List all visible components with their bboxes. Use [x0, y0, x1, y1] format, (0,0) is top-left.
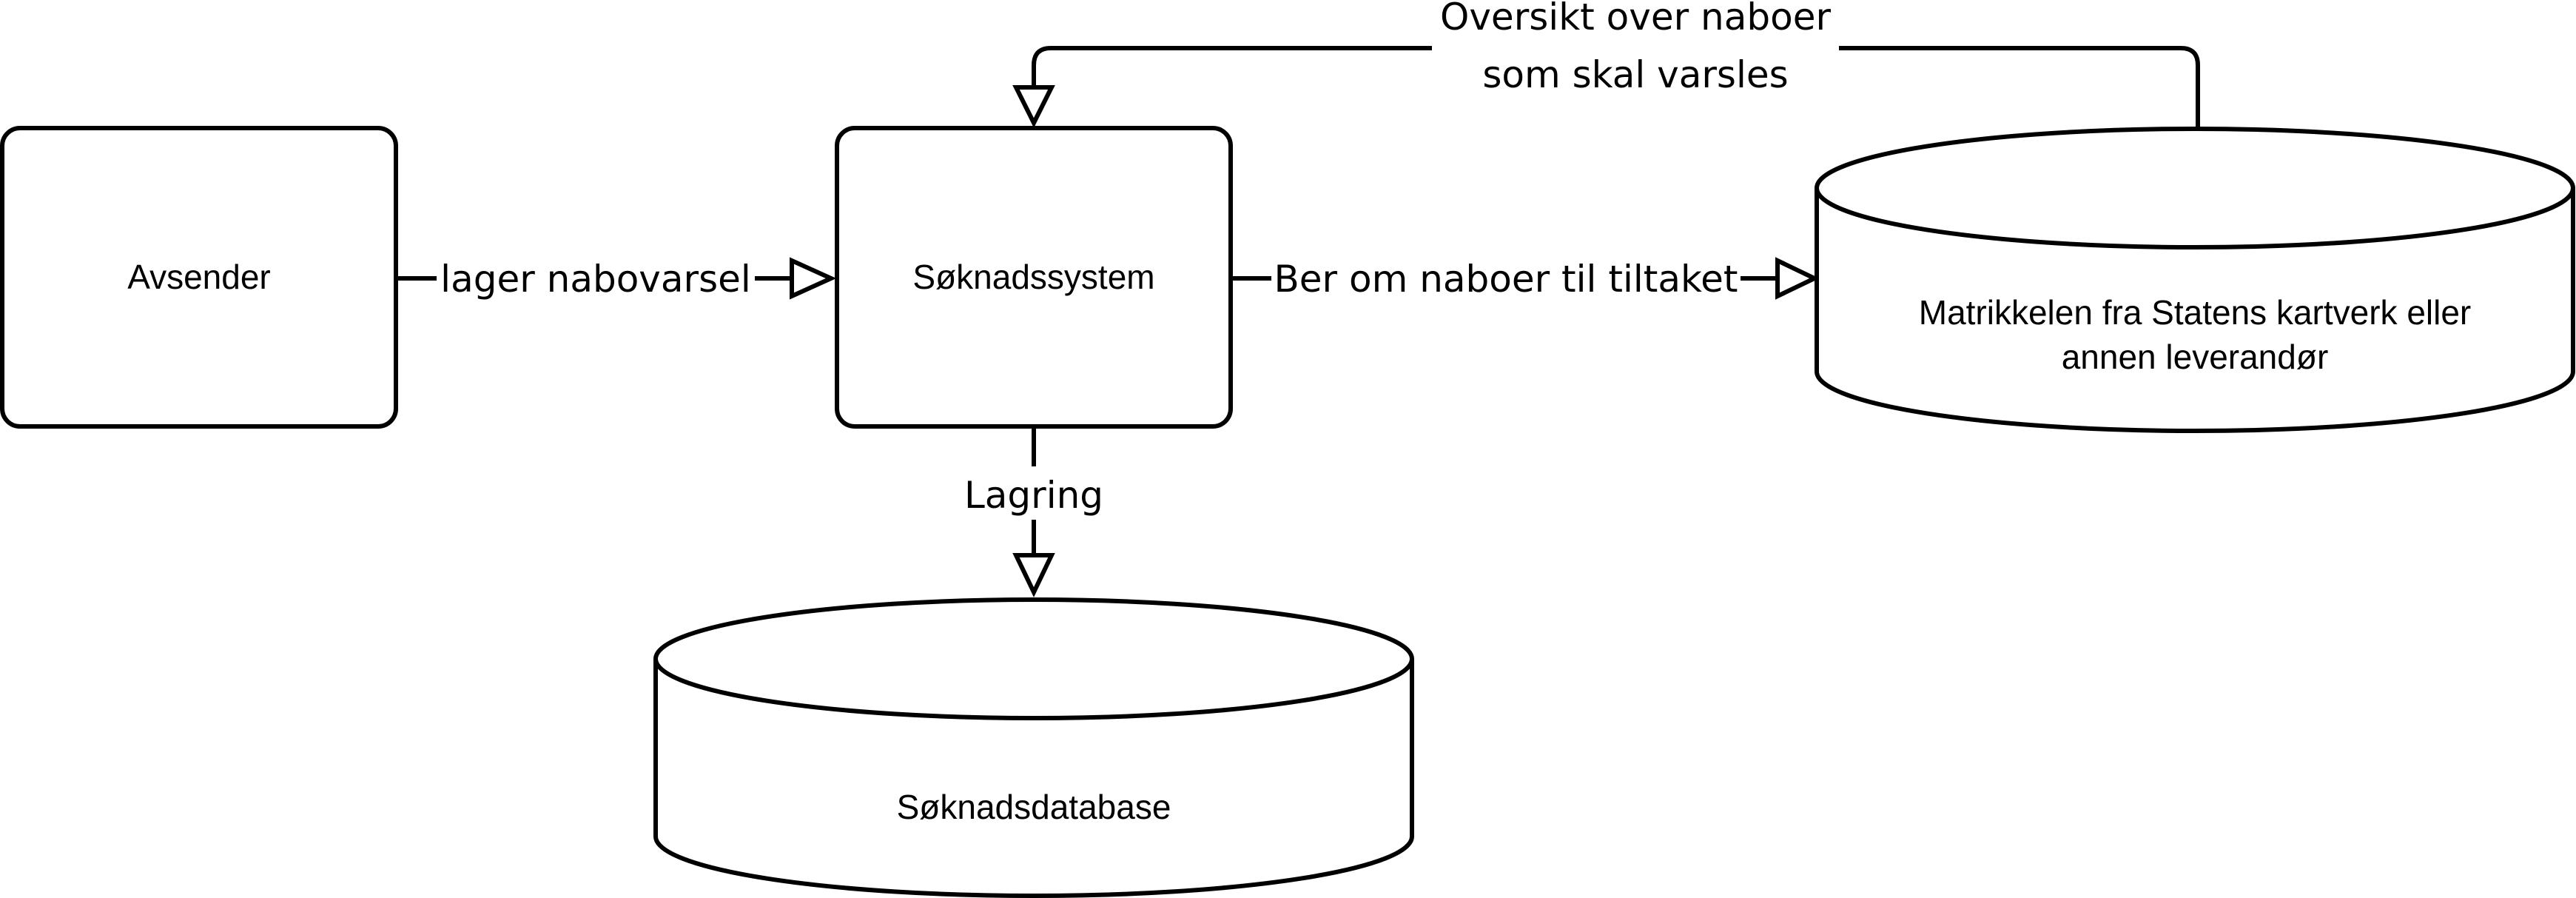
- node-label: Avsender: [127, 258, 271, 296]
- node-soknadsdatabase: Søknadsdatabase: [653, 597, 1414, 898]
- node-matrikkelen: Matrikkelen fra Statens kartverk eller a…: [1815, 127, 2575, 433]
- edge-label-line2: som skal varsles: [1482, 53, 1788, 96]
- node-label: Søknadsdatabase: [897, 788, 1171, 826]
- arrow-head-right: [790, 257, 837, 300]
- edge-label: Lagring: [964, 474, 1103, 517]
- node-soknadssystem: Søknadssystem: [835, 126, 1233, 429]
- node-avsender: Avsender: [0, 126, 398, 429]
- arrow-head-down: [1012, 553, 1055, 597]
- edge-matrikkel-to-system: Oversikt over naboer som skal varsles: [1012, 0, 2200, 128]
- database-cylinder-top: [1815, 127, 2575, 249]
- database-cylinder-body: [653, 659, 1414, 898]
- edge-label-line1: Oversikt over naboer: [1440, 0, 1831, 38]
- edge-label-background: [437, 252, 755, 305]
- node-label-line1: Matrikkelen fra Statens kartverk eller: [1919, 293, 2472, 332]
- edge-avsender-to-system: lager nabovarsel: [396, 252, 837, 305]
- arrow-head-right: [1775, 257, 1820, 300]
- edge-label-background: [1271, 252, 1741, 305]
- database-cylinder-body: [1815, 188, 2575, 433]
- node-label-line2: annen leverandør: [2062, 338, 2329, 376]
- edge-system-to-matrikkel: Ber om naboer til tiltaket: [1231, 252, 1820, 305]
- edge-label: Ber om naboer til tiltaket: [1274, 258, 1738, 301]
- edge-label-background: [962, 466, 1106, 520]
- edge-label-background: [1432, 0, 1839, 104]
- edge-label: lager nabovarsel: [440, 258, 751, 301]
- arrow-head-down: [1012, 85, 1055, 128]
- database-cylinder-top: [653, 597, 1414, 720]
- edge-system-to-database: Lagring: [962, 426, 1106, 597]
- node-label: Søknadssystem: [912, 258, 1154, 296]
